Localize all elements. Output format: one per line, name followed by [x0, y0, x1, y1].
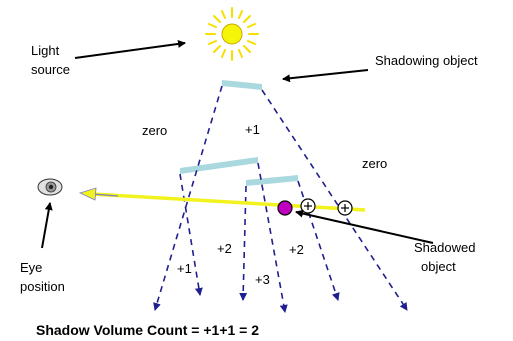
shadow-volume-edges	[153, 85, 408, 313]
eye-position-label-line2: position	[20, 279, 65, 294]
occluder-middle	[180, 157, 258, 174]
region-count-right-plus2: +2	[289, 242, 304, 257]
light-source-arrow	[74, 39, 186, 59]
volume-edge-3	[179, 173, 203, 296]
shadow-volume-count-caption: Shadow Volume Count = +1+1 = 2	[36, 322, 259, 338]
region-count-left-plus1: +1	[177, 261, 192, 276]
volume-edge-4	[257, 162, 288, 313]
shadowed-object-label-line1: Shadowed	[414, 240, 475, 255]
intersection-plus-icon	[300, 198, 316, 214]
eye-position-arrow	[41, 202, 53, 249]
intersection-plus-icon	[337, 200, 353, 216]
region-count-left-zero: zero	[142, 123, 167, 138]
sun-icon	[205, 7, 259, 61]
eye-icon	[37, 178, 63, 196]
shadowing-object-label: Shadowing object	[375, 53, 478, 68]
eye-ray	[78, 187, 366, 212]
shadowed-object-marker	[277, 200, 293, 216]
volume-edge-2	[261, 89, 408, 311]
occluder-lower	[246, 175, 298, 186]
region-count-inner-plus3: +3	[255, 272, 270, 287]
region-count-center-plus1: +1	[245, 122, 260, 137]
shadowed-object-label-line2: object	[421, 259, 456, 274]
region-count-right-zero: zero	[362, 156, 387, 171]
eye-position-label-line1: Eye	[20, 260, 42, 275]
light-source-label-line1: Light	[31, 43, 60, 58]
light-source-label-line2: source	[31, 62, 70, 77]
volume-edge-6	[297, 180, 340, 301]
region-count-inner-plus2: +2	[217, 241, 232, 256]
shadowed-object-arrow	[295, 209, 434, 244]
shadowing-object-arrow	[282, 69, 369, 83]
volume-edge-5	[239, 185, 248, 301]
volume-edge-1	[153, 85, 223, 311]
occluder-top	[222, 80, 262, 90]
annotation-arrows	[41, 39, 434, 249]
